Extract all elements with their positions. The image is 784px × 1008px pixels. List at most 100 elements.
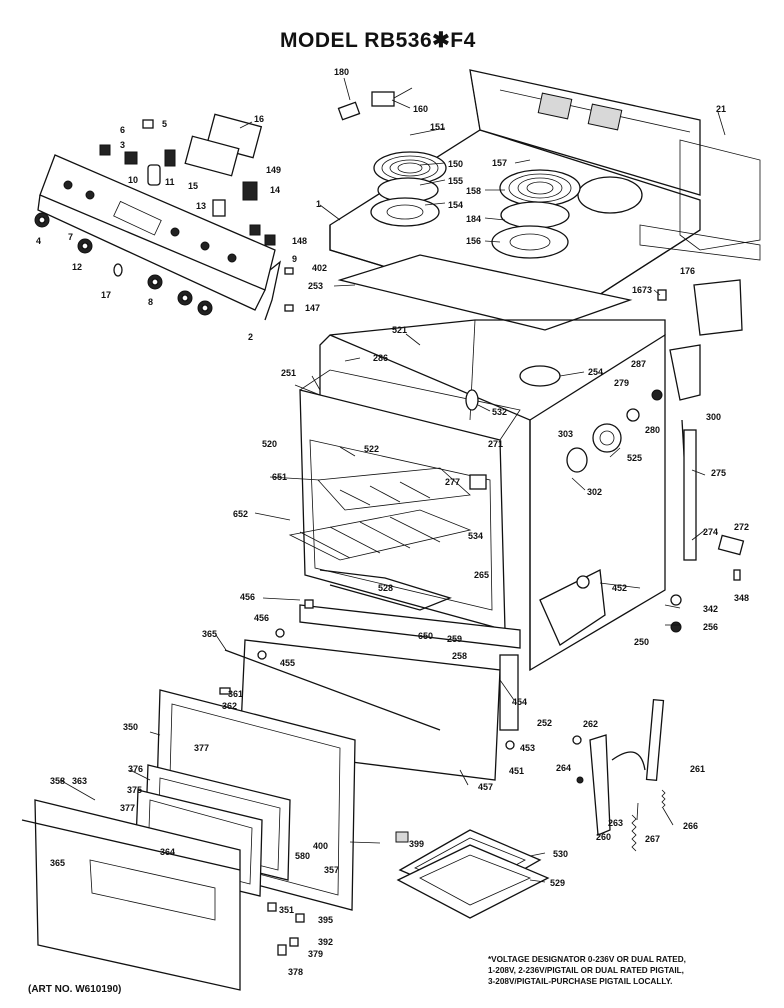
callout-5: 5 — [162, 119, 167, 129]
cooktop-assembly — [329, 69, 761, 321]
callout-529: 529 — [550, 878, 565, 888]
callout-254: 254 — [588, 367, 603, 377]
callout-4: 4 — [36, 236, 41, 246]
callout-251: 251 — [281, 368, 296, 378]
callout-652: 652 — [233, 509, 248, 519]
callout-150: 150 — [448, 159, 463, 169]
callout-157: 157 — [492, 158, 507, 168]
callout-250: 250 — [634, 637, 649, 647]
callout-184: 184 — [466, 214, 481, 224]
callout-378: 378 — [288, 967, 303, 977]
broiler-pan — [395, 829, 550, 919]
leader-lines — [59, 77, 726, 883]
callout-361: 361 — [228, 689, 243, 699]
callout-358: 358 — [50, 776, 65, 786]
callout-377-a: 377 — [194, 743, 209, 753]
voltage-footnote: *VOLTAGE DESIGNATOR 0-236V OR DUAL RATED… — [488, 954, 686, 987]
callout-13: 13 — [196, 201, 206, 211]
callout-271: 271 — [488, 439, 503, 449]
callout-452: 452 — [612, 583, 627, 593]
callout-520: 520 — [262, 439, 277, 449]
callout-11: 11 — [165, 177, 175, 187]
footnote-line-3: 3-208V/PIGTAIL-PURCHASE PIGTAIL LOCALLY. — [488, 977, 673, 986]
callout-362: 362 — [222, 701, 237, 711]
callout-351: 351 — [279, 905, 294, 915]
callout-154: 154 — [448, 200, 463, 210]
callout-262: 262 — [583, 719, 598, 729]
callout-16: 16 — [254, 114, 264, 124]
callout-457: 457 — [478, 782, 493, 792]
surface-element-right — [491, 169, 581, 259]
callout-521: 521 — [392, 325, 407, 335]
callout-350: 350 — [123, 722, 138, 732]
footnote-line-2: 1-208V, 2-236V/PIGTAIL OR DUAL RATED PIG… — [488, 966, 684, 975]
callout-395: 395 — [318, 915, 333, 925]
model-title: MODEL RB536✱F4 — [280, 29, 476, 52]
callout-455: 455 — [280, 658, 295, 668]
callout-147: 147 — [305, 303, 320, 313]
callout-155: 155 — [448, 176, 463, 186]
callout-357: 357 — [324, 865, 339, 875]
callout-274: 274 — [703, 527, 718, 537]
callout-261: 261 — [690, 764, 705, 774]
callout-277: 277 — [445, 477, 460, 487]
callout-363: 363 — [72, 776, 87, 786]
oven-racks — [288, 467, 472, 611]
callout-14: 14 — [270, 185, 280, 195]
callout-21: 21 — [716, 104, 726, 114]
callout-15: 15 — [188, 181, 198, 191]
callout-453: 453 — [520, 743, 535, 753]
switches — [99, 113, 294, 321]
callout-6: 6 — [120, 125, 125, 135]
callout-275: 275 — [711, 468, 726, 478]
callout-302: 302 — [587, 487, 602, 497]
callout-253: 253 — [308, 281, 323, 291]
callout-399: 399 — [409, 839, 424, 849]
surface-element-left — [370, 151, 447, 227]
callout-392: 392 — [318, 937, 333, 947]
callout-454: 454 — [512, 697, 527, 707]
callout-10: 10 — [128, 175, 138, 185]
callout-650: 650 — [418, 631, 433, 641]
callout-17: 17 — [101, 290, 111, 300]
callout-580: 580 — [295, 851, 310, 861]
callout-12: 12 — [72, 262, 82, 272]
callout-286: 286 — [373, 353, 388, 363]
hinge-parts — [657, 279, 745, 633]
callout-379: 379 — [308, 949, 323, 959]
callout-280: 280 — [645, 425, 660, 435]
callout-258: 258 — [452, 651, 467, 661]
callout-342: 342 — [703, 604, 718, 614]
callout-279: 279 — [614, 378, 629, 388]
door-fasteners — [219, 599, 515, 956]
callout-456-a: 456 — [240, 592, 255, 602]
callout-365-a: 365 — [202, 629, 217, 639]
callout-8: 8 — [148, 297, 153, 307]
callout-528: 528 — [378, 583, 393, 593]
callout-9: 9 — [292, 254, 297, 264]
callout-532: 532 — [492, 407, 507, 417]
callout-2: 2 — [248, 332, 253, 342]
callout-7: 7 — [68, 232, 73, 242]
callout-180: 180 — [334, 67, 349, 77]
callout-287: 287 — [631, 359, 646, 369]
door-hinge-assembly — [572, 699, 666, 852]
callout-376: 376 — [128, 764, 143, 774]
callout-266: 266 — [683, 821, 698, 831]
callout-3: 3 — [120, 140, 125, 150]
callout-1: 1 — [316, 199, 321, 209]
callout-364: 364 — [160, 847, 175, 857]
control-panel — [37, 154, 276, 311]
callout-525: 525 — [627, 453, 642, 463]
terminal-block-assembly — [337, 87, 413, 121]
callout-158: 158 — [466, 186, 481, 196]
callout-400: 400 — [313, 841, 328, 851]
oven-liner — [299, 369, 521, 631]
callout-264: 264 — [556, 763, 571, 773]
callout-1673: 1673 — [632, 285, 652, 295]
callout-252: 252 — [537, 718, 552, 728]
callout-375: 375 — [127, 785, 142, 795]
callout-272: 272 — [734, 522, 749, 532]
